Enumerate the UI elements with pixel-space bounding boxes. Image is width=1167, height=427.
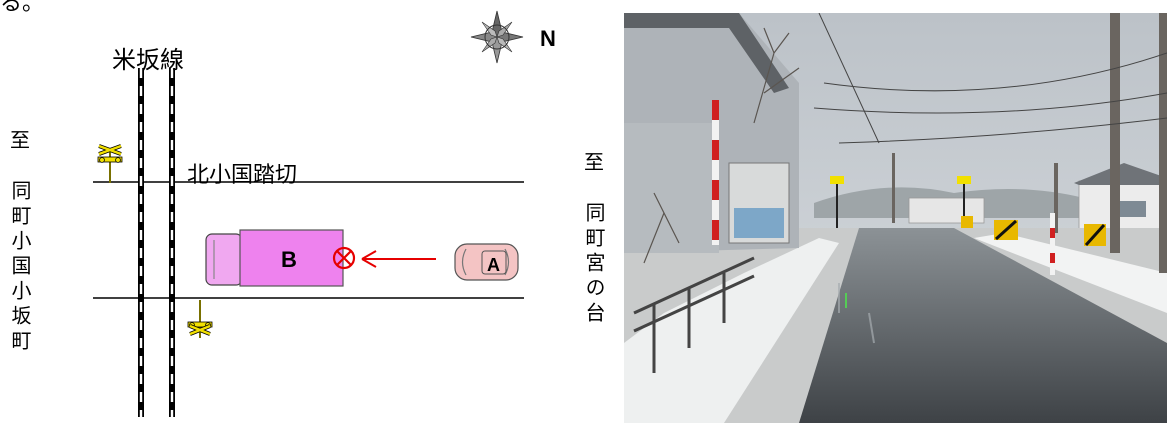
vehicle-a <box>454 243 519 281</box>
railway-track <box>138 68 175 417</box>
direction-arrow-icon <box>361 250 436 268</box>
compass-rose-icon <box>470 10 524 64</box>
right-destination-mark: 至 <box>584 150 604 174</box>
left-destination-name: 同町小国小坂町 <box>8 180 32 355</box>
railway-line-label: 米坂線 <box>112 46 184 74</box>
crossing-signal-icon <box>187 300 213 338</box>
accident-diagram: B A <box>0 0 606 417</box>
vehicle-b-label: B <box>281 247 297 272</box>
vehicle-a-label: A <box>487 255 500 275</box>
compass-north-label: N <box>540 26 556 51</box>
right-destination-name: 同町宮の台 <box>582 202 606 327</box>
vehicle-b <box>205 229 344 287</box>
crossing-name-label: 北小国踏切 <box>187 163 298 188</box>
site-photo <box>624 13 1167 423</box>
collision-mark-icon <box>332 246 356 270</box>
site-photo-drawing <box>624 13 1167 423</box>
top-text-fragment: る。 <box>0 0 45 14</box>
crossing-signal-icon <box>97 144 123 183</box>
left-destination-mark: 至 <box>10 128 30 152</box>
diagram-drawing: B A <box>93 10 524 417</box>
